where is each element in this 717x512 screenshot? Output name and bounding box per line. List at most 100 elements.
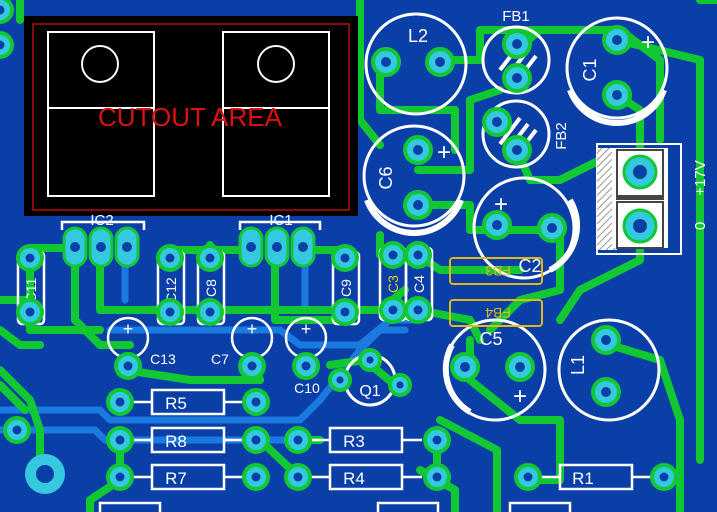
pad-hole xyxy=(123,361,133,371)
label-c13: C13 xyxy=(150,351,176,367)
pads xyxy=(0,0,678,494)
label-c9: C9 xyxy=(338,279,354,297)
pad-hole xyxy=(0,40,5,50)
pad-hole xyxy=(523,472,533,482)
terminal-pad-hole xyxy=(633,219,647,233)
large-component-bodies xyxy=(343,12,669,422)
pad-hole xyxy=(512,39,522,49)
label-c10: C10 xyxy=(294,380,320,396)
label-r1: R1 xyxy=(572,469,594,488)
pad-hole xyxy=(413,305,423,315)
pad-hole xyxy=(293,472,303,482)
plus-c2: + xyxy=(494,191,508,218)
label-r4: R4 xyxy=(343,469,365,488)
label-c7: C7 xyxy=(211,351,229,367)
label-r7: R7 xyxy=(165,469,187,488)
ic-pin-holes xyxy=(70,242,308,252)
cutout-area: CUTOUT AREA xyxy=(24,16,358,216)
pad-hole xyxy=(659,472,669,482)
pad-hole xyxy=(25,307,35,317)
pad-hole xyxy=(301,361,311,371)
label-l2: L2 xyxy=(408,26,428,46)
pad-hole xyxy=(612,90,622,100)
large-component-labels: L2 FB1 FB2 C1 C6 C2 C5 L1 Q1 xyxy=(359,8,600,400)
label-r8: R8 xyxy=(165,432,187,451)
label-c3: C3 xyxy=(385,275,401,293)
pad xyxy=(0,35,10,55)
power-terminal: +17V 0 xyxy=(596,143,709,255)
label-l1: L1 xyxy=(568,355,588,375)
pad-hole xyxy=(115,472,125,482)
pad-hole xyxy=(366,356,374,364)
pad-hole xyxy=(0,5,5,15)
pad-hole xyxy=(512,145,522,155)
pad-hole xyxy=(340,253,350,263)
pad-hole xyxy=(413,145,423,155)
pad-hole xyxy=(165,307,175,317)
pad-hole xyxy=(547,223,557,233)
pad-hole xyxy=(251,435,261,445)
label-fb1: FB1 xyxy=(502,8,530,25)
pad-hole xyxy=(460,362,470,372)
polarity-marks: + + + + + + + xyxy=(123,29,655,410)
polarity-arcs xyxy=(364,88,667,415)
label-fb4: FB4 xyxy=(485,305,511,321)
label-fb2: FB2 xyxy=(553,122,570,150)
label-c1: C1 xyxy=(580,58,600,81)
pad-hole xyxy=(492,220,502,230)
label-r3: R3 xyxy=(343,432,365,451)
label-r5: R5 xyxy=(165,394,187,413)
label-c2: C2 xyxy=(518,256,541,276)
pad-hole xyxy=(413,250,423,260)
pad-hole xyxy=(25,253,35,263)
ic-pins xyxy=(62,226,316,268)
ic-label-ic2: IC2 xyxy=(90,212,113,229)
pad-hole xyxy=(512,73,522,83)
pad-hole xyxy=(435,57,445,67)
pad-hole xyxy=(396,381,404,389)
plus-c7: + xyxy=(247,319,258,339)
pad-hole xyxy=(432,472,442,482)
pad-hole xyxy=(205,253,215,263)
pad-hole xyxy=(247,361,257,371)
pad-hole xyxy=(388,250,398,260)
label-c6: C6 xyxy=(376,166,396,189)
pad-hole xyxy=(601,387,611,397)
label-c5: C5 xyxy=(479,329,502,349)
pad-hole xyxy=(115,435,125,445)
label-fb3: FB3 xyxy=(485,263,511,279)
plus-c6: + xyxy=(437,139,451,166)
ic-label-ic1: IC1 xyxy=(269,212,292,229)
pad-hole xyxy=(612,35,622,45)
ic-outlines xyxy=(60,220,322,230)
plus-c13: + xyxy=(123,319,134,339)
pad-hole xyxy=(492,117,502,127)
cutout-label: CUTOUT AREA xyxy=(98,102,283,132)
terminal-label-plus: +17V xyxy=(692,160,709,195)
plus-c10: + xyxy=(301,319,312,339)
pad-hole xyxy=(251,397,261,407)
pad-hole xyxy=(515,362,525,372)
resistor-labels: R5 R8 R7 R3 R4 R1 xyxy=(165,394,594,488)
plus-c1: + xyxy=(641,29,655,56)
pad xyxy=(0,0,10,20)
pad-hole xyxy=(336,376,344,384)
pad-hole xyxy=(293,435,303,445)
terminal-pad-hole xyxy=(633,165,647,179)
pad-hole xyxy=(115,397,125,407)
plus-c5: + xyxy=(513,383,527,410)
label-q1: Q1 xyxy=(359,383,380,400)
pad-hole xyxy=(12,425,22,435)
pad-hole xyxy=(432,435,442,445)
mounting-pad-hole xyxy=(36,465,54,483)
terminal-label-ground: 0 xyxy=(692,222,709,230)
label-c8: C8 xyxy=(203,279,219,297)
resistor-leads xyxy=(132,400,652,479)
pad-hole xyxy=(251,472,261,482)
ceramic-capacitor-labels: C11 C12 C8 C9 C3 C4 xyxy=(23,275,427,303)
label-c11: C11 xyxy=(23,277,39,302)
pad-hole xyxy=(601,335,611,345)
pad-hole xyxy=(340,307,350,317)
ferrite-bottom-outlines xyxy=(449,257,543,327)
